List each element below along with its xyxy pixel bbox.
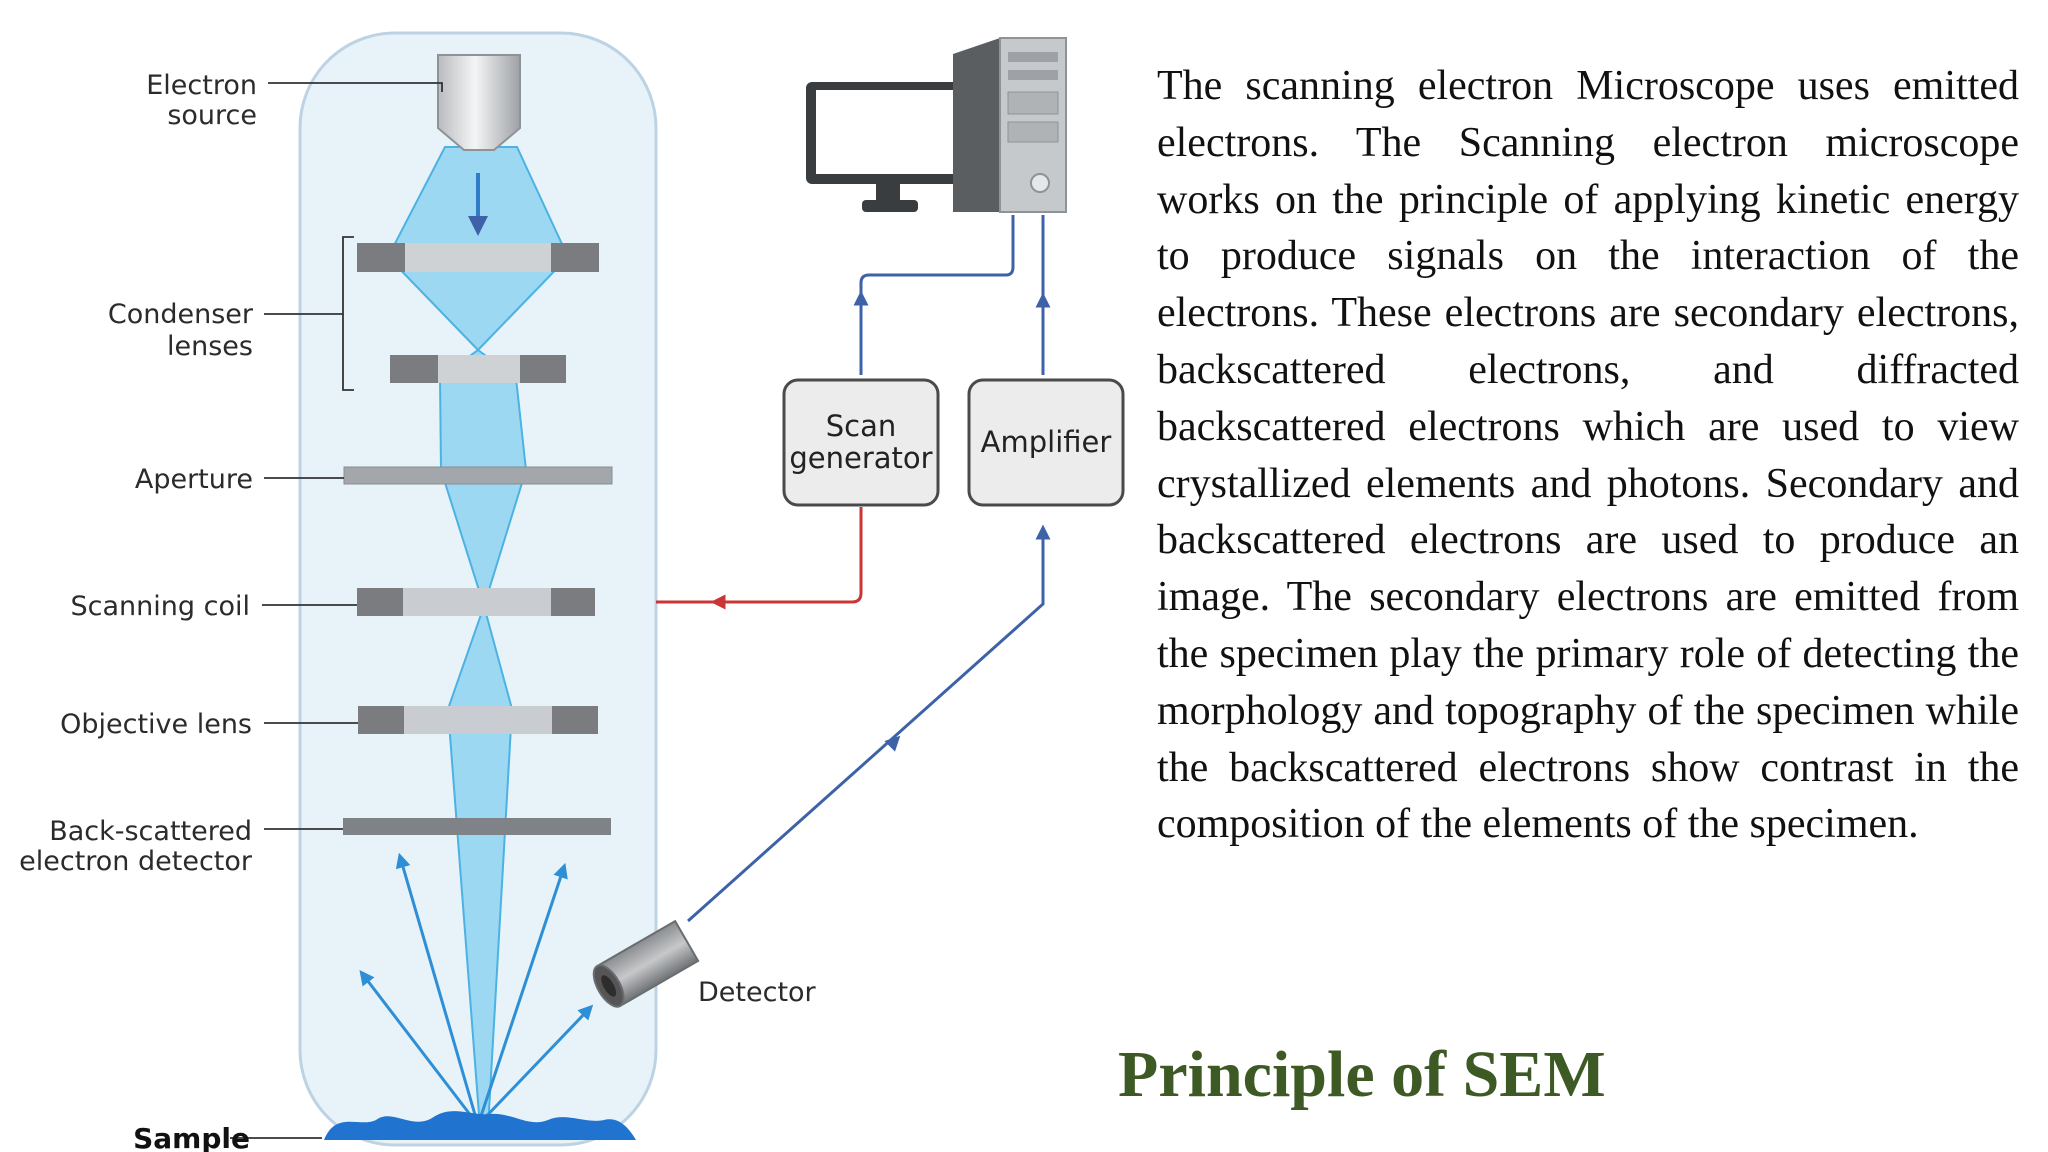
scan-generator-label-1: Scan — [826, 409, 897, 443]
description-paragraph: The scanning electron Microscope uses em… — [1157, 63, 2019, 848]
scan-generator-label-2: generator — [789, 441, 932, 475]
backscattered-detector-plate — [343, 818, 611, 835]
label-objective-lens: Objective lens — [60, 709, 252, 740]
label-backscattered-detector-2: electron detector — [19, 846, 253, 877]
scanning-coil-plate — [357, 588, 595, 616]
page-heading: Principle of SEM — [1118, 1038, 1606, 1111]
scattered-rays — [359, 852, 594, 1127]
leader-lines — [230, 82, 443, 1139]
sem-diagram: Scan generator Amplifier Electron source… — [19, 31, 1125, 1152]
label-aperture: Aperture — [135, 464, 253, 495]
label-sample: Sample — [133, 1122, 250, 1152]
label-scanning-coil: Scanning coil — [71, 591, 250, 622]
amplifier-label: Amplifier — [981, 425, 1112, 459]
label-condenser-lenses-1: Condenser — [108, 299, 254, 330]
electron-gun — [437, 54, 521, 151]
label-electron-source-2: source — [167, 100, 257, 131]
amplifier-box — [967, 378, 1125, 507]
aperture-plate — [343, 466, 613, 485]
secondary-detector — [592, 919, 700, 1008]
computer-tower-icon — [953, 37, 1067, 213]
scan-generator-box — [782, 378, 940, 507]
sample-specimen — [324, 1111, 636, 1140]
label-electron-source-1: Electron — [146, 70, 257, 101]
condenser-lens-2 — [390, 355, 566, 383]
label-condenser-lenses-2: lenses — [167, 331, 253, 362]
signal-lines — [687, 215, 1051, 923]
label-backscattered-detector-1: Back-scattered — [49, 816, 252, 847]
label-detector: Detector — [698, 977, 817, 1008]
scan-signal-line — [710, 507, 863, 610]
condenser-lens-1 — [357, 243, 599, 272]
monitor-icon — [806, 82, 970, 212]
objective-lens-plate — [358, 706, 598, 734]
